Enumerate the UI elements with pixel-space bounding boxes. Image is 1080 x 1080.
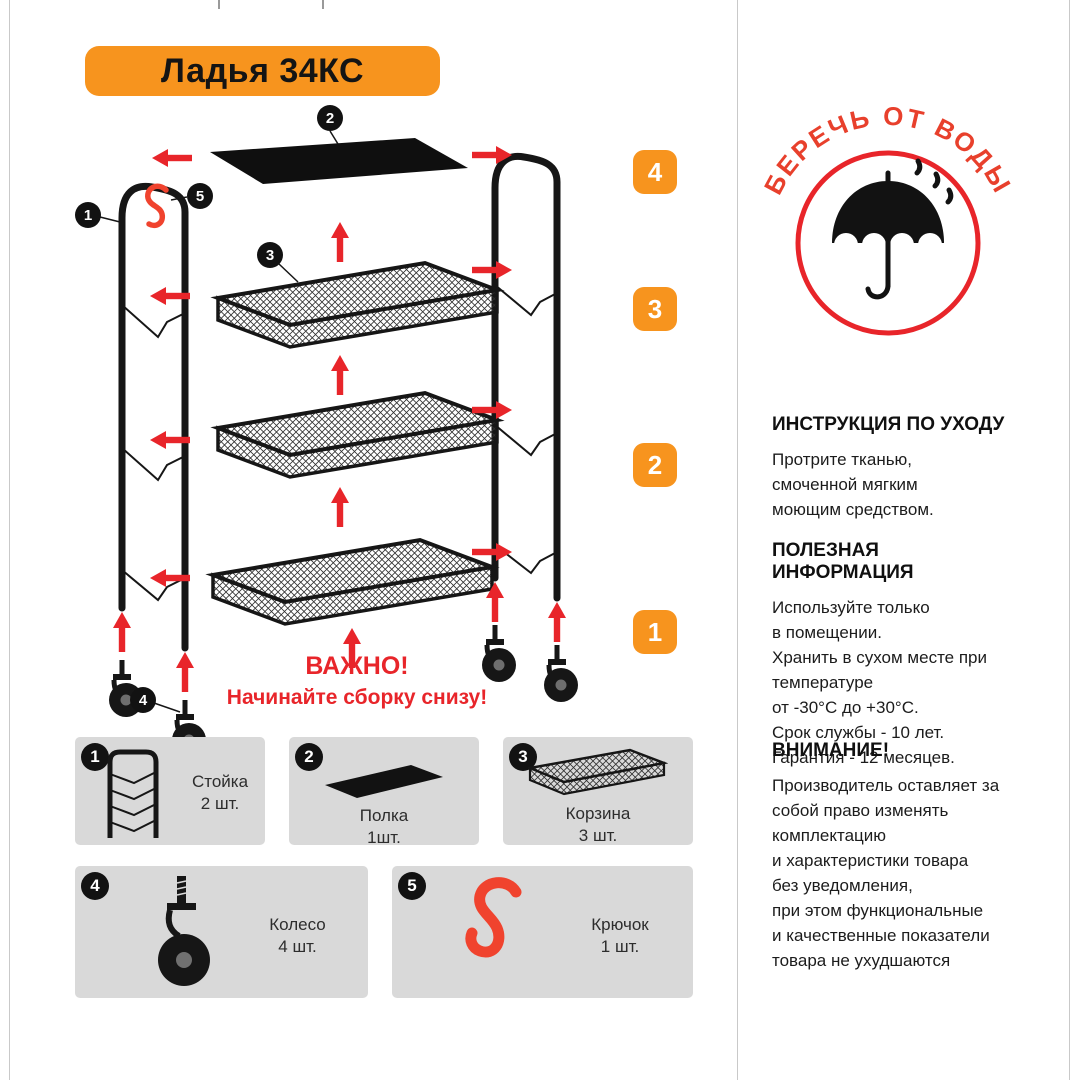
part-label: Корзина 3 шт. [503,803,693,848]
step-badge-3: 3 [633,287,677,331]
part-number-badge: 5 [398,872,426,900]
part-qty: 1 шт. [600,937,640,957]
part-name: Полка [359,806,409,825]
svg-text:2: 2 [326,110,334,127]
umbrella-icon [832,158,954,300]
important-text: Начинайте сборку снизу! [226,686,488,709]
section-body: Производитель оставляет за собой право и… [772,776,1000,970]
basket-part-bottom [211,538,494,626]
part-label: Полка 1шт. [289,805,479,850]
product-title-badge: Ладья 34КС [85,46,440,96]
part-number-badge: 4 [81,872,109,900]
part-box-stand: 1 Стойка 2 шт. [75,737,265,845]
important-note: ВАЖНО! Начинайте сборку снизу! [172,652,542,710]
part-box-basket: 3 Корзина 3 шт. [503,737,693,845]
callout-5: 5 [170,183,213,209]
callout-3: 3 [257,242,299,283]
basket-icon [528,748,668,796]
part-name: Колесо [269,915,326,934]
section-heading: ВНИМАНИЕ! [772,740,890,761]
hook-icon [465,877,522,958]
useful-info-section: ПОЛЕЗНАЯ ИНФОРМАЦИЯ Используйте только в… [772,540,1020,770]
crop-tick [218,0,220,9]
step-badge-1: 1 [633,610,677,654]
right-frame-part [491,152,561,602]
part-box-hook: 5 Крючок 1 шт. [392,866,693,998]
water-badge-circle [795,150,981,336]
svg-text:5: 5 [196,188,204,205]
basket-part-top [216,261,499,349]
panel-divider-line [737,0,738,1080]
shelf-part [210,138,468,184]
attention-section: ВНИМАНИЕ! Производитель оставляет за соб… [772,740,1020,973]
part-name: Корзина [565,804,631,823]
part-qty: 4 шт. [278,937,317,957]
crop-tick [322,0,324,9]
part-number-badge: 2 [295,743,323,771]
section-heading: ИНСТРУКЦИЯ ПО УХОДУ [772,414,1005,435]
important-title: ВАЖНО! [305,652,409,680]
part-qty: 3 шт. [578,826,618,846]
part-qty: 1шт. [367,828,401,848]
part-number-badge: 1 [81,743,109,771]
step-badge-2: 2 [633,443,677,487]
part-name: Крючок [591,915,649,934]
callout-1: 1 [75,202,121,228]
part-label: Крючок 1 шт. [560,914,680,959]
keep-away-from-water-badge: БЕРЕЧЬ ОТ ВОДЫ [758,101,1016,336]
section-body: Используйте только в помещении. Хранить … [772,598,987,767]
part-qty: 2 шт. [200,794,240,814]
callout-2: 2 [317,105,343,145]
part-name: Стойка [191,772,249,791]
part-box-wheel: 4 Колесо 4 шт. [75,866,368,998]
shelf-icon [325,765,443,798]
hook-part [145,183,169,229]
part-number-badge: 3 [509,743,537,771]
right-border-line [1069,0,1070,1080]
product-title: Ладья 34КС [160,51,365,90]
wheel-icon [158,876,210,986]
section-body: Протрите тканью, смоченной мягким моющим… [772,450,934,519]
step-badge-4: 4 [633,150,677,194]
section-heading: ПОЛЕЗНАЯ ИНФОРМАЦИЯ [772,540,914,583]
callout-4: 4 [130,687,181,713]
svg-text:4: 4 [139,692,148,709]
basket-part-middle [216,391,499,479]
part-label: Колесо 4 шт. [240,914,355,959]
assembly-diagram: 1 2 3 4 5 [75,105,680,760]
svg-text:3: 3 [266,247,274,264]
stand-icon [107,749,159,838]
svg-text:1: 1 [84,207,92,224]
left-border-line [9,0,10,1080]
part-box-shelf: 2 Полка 1шт. [289,737,479,847]
care-instructions-section: ИНСТРУКЦИЯ ПО УХОДУ Протрите тканью, смо… [772,414,1020,522]
part-label: Стойка 2 шт. [179,771,261,816]
